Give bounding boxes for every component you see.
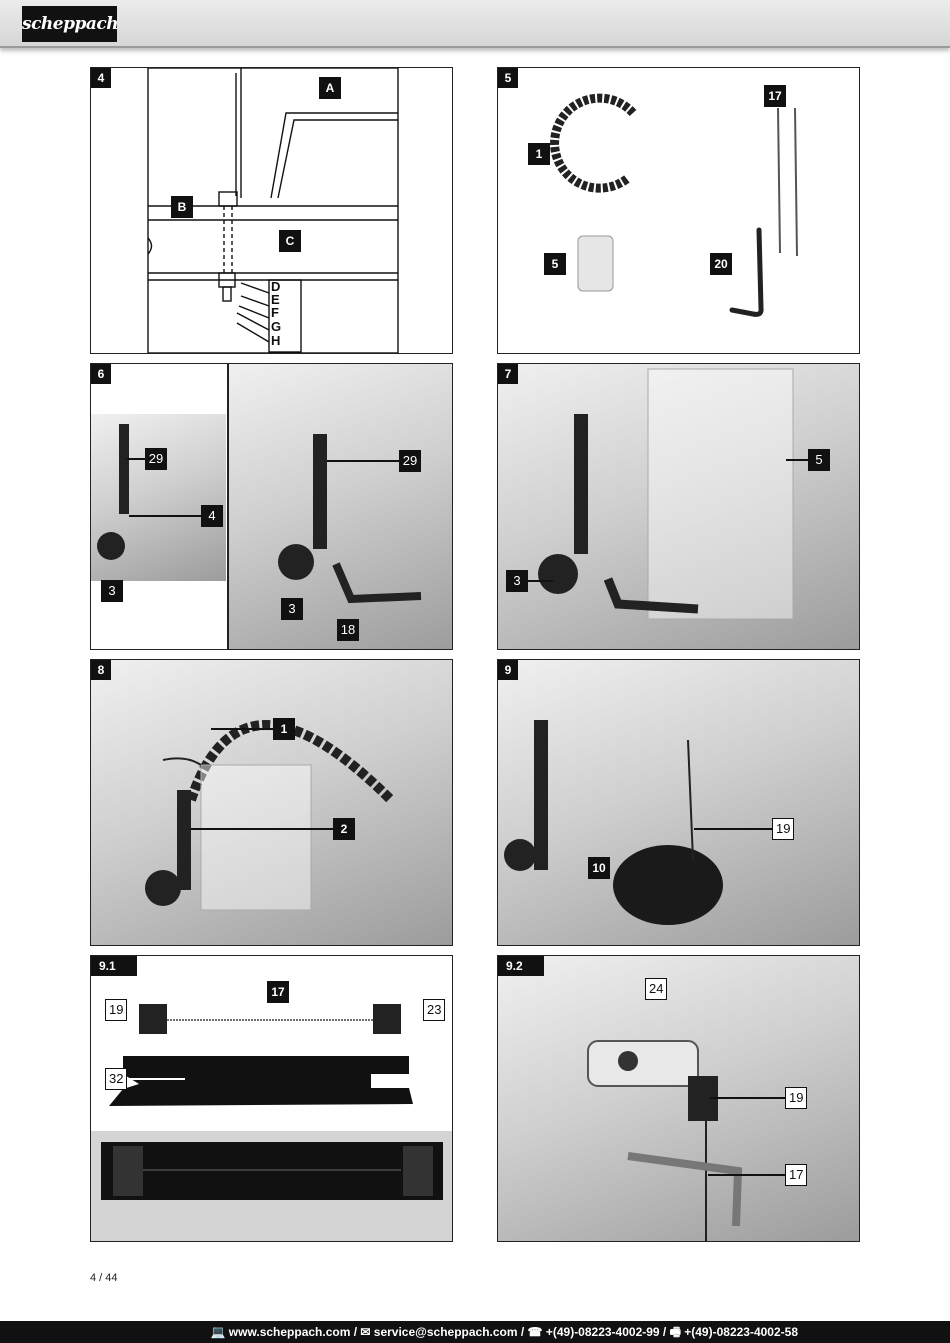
figure-9-panel: 9 19 10 [497,659,860,946]
photo-7-shapes [538,368,794,620]
photo-label-3-left: 3 [101,580,123,602]
figure-8-panel: 8 1 2 [90,659,453,946]
drawing-label-g: G [271,319,282,334]
figure-number: 6 [91,364,111,384]
drawing-label-b: B [171,196,193,218]
photo-label-5: 5 [808,449,830,471]
figure-5-panel: 5 1 17 5 20 [497,67,860,354]
figure-number: 9 [498,660,518,680]
photo-9-shapes [504,720,723,925]
figure-9-1-panel: 9.1 17 19 23 32 [90,955,453,1242]
part-label-23: 23 [423,999,446,1021]
photo-label-19: 19 [785,1087,808,1109]
header-bar: scheppach [0,0,950,48]
figure-number: 7 [498,364,518,384]
photo-6-shapes [97,424,422,604]
leader-line [191,828,333,830]
photo-label-29-left: 29 [145,448,167,470]
figure-7-panel: 7 5 3 [497,363,860,650]
figure-number: 4 [91,68,111,88]
coolant-hose-part [550,93,637,193]
part-label-17: 17 [267,981,289,1003]
figure-9-2-panel: 9.2 24 19 17 [497,955,860,1242]
photo-label-3-right: 3 [281,598,303,620]
figure-6-panel: 6 29 4 3 29 3 18 [90,363,453,650]
assembly-drawing [147,68,399,353]
leader-line [211,728,273,730]
photo-label-18: 18 [337,619,359,641]
figure-number: 8 [91,660,111,680]
parts-illustration [550,93,798,317]
figure-number: 9.2 [498,956,544,976]
photo-divider [227,364,229,649]
photo-label-3: 3 [506,570,528,592]
drawing-label-e: E [271,292,280,307]
photo-8-shapes [145,720,395,911]
drawing-label-d: D [271,279,281,294]
leader-line [694,828,772,830]
figure-number: 9.1 [91,956,137,976]
scheppach-logo: scheppach [22,6,119,42]
photo-label-2: 2 [333,818,355,840]
figure-number: 5 [498,68,518,88]
footer-contact-bar: 💻 www.scheppach.com / ✉ service@scheppac… [0,1321,950,1343]
leader-line [327,460,399,462]
leader-line [786,459,808,461]
part-label-19: 19 [105,999,128,1021]
photo-label-24: 24 [645,978,668,1000]
part-label-32: 32 [105,1068,128,1090]
photo-label-19: 19 [772,818,795,840]
allen-key-part [729,227,764,317]
photo-9-2-shapes [587,1040,743,1241]
part-label-5: 5 [544,253,566,275]
leader-line [710,1097,785,1099]
leader-line [528,580,553,582]
drawing-label-a: A [319,77,341,99]
photo-label-10: 10 [588,857,610,879]
part-label-17: 17 [764,85,786,107]
photo-label-4: 4 [201,505,223,527]
blade-guard-part [577,235,614,292]
photo-label-1: 1 [273,718,295,740]
photo-label-29-right: 29 [399,450,421,472]
leader-line [127,458,145,460]
part-label-1: 1 [528,143,550,165]
part-label-20: 20 [710,253,732,275]
drawing-label-c: C [279,230,301,252]
leader-line [129,515,201,517]
page-number: 4 / 44 [90,1272,118,1284]
saw-blades-part [777,107,798,257]
leader-line [708,1174,785,1176]
photo-label-17: 17 [785,1164,808,1186]
drawing-label-f: F [271,305,279,320]
blade-adapter-illustration [91,1004,452,1241]
drawing-label-h: H [271,333,281,348]
photo-6-right [229,364,452,649]
leader-line [127,1078,185,1080]
figure-4-panel: 4 A B C D E F G H [90,67,453,354]
